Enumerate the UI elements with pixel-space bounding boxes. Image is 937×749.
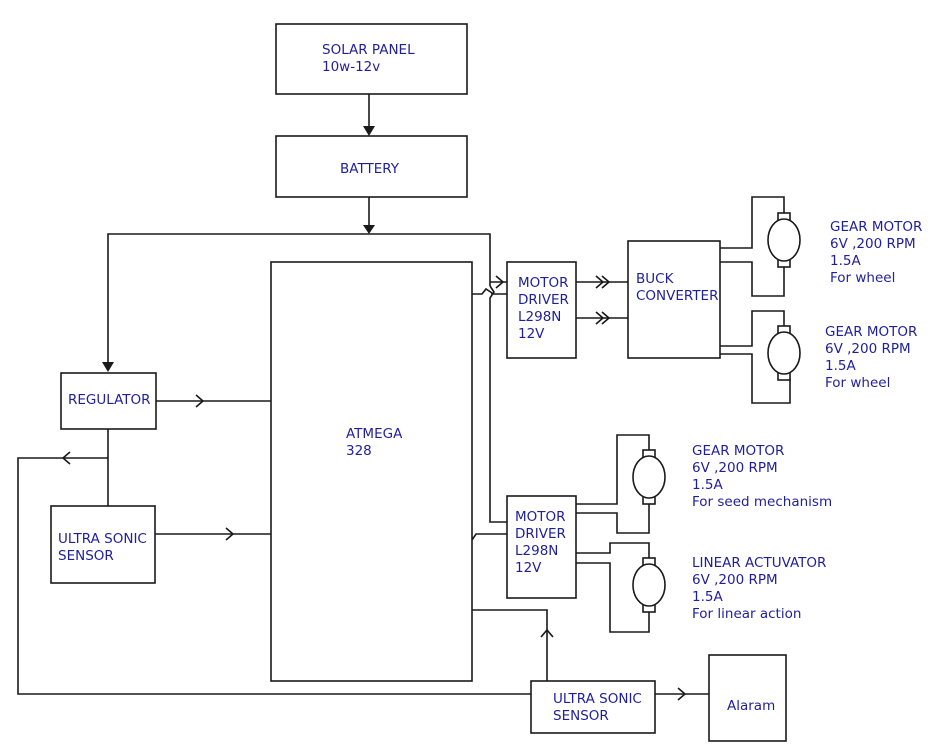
- svg-text:MOTOR: MOTOR: [518, 275, 569, 291]
- atmega-label-1: ATMEGA: [346, 426, 403, 442]
- solar-panel-label-2: 10w-12v: [322, 59, 380, 75]
- md-bottom-label-2: DRIVER: [515, 526, 566, 542]
- svg-text:10w-12v: 10w-12v: [322, 59, 380, 75]
- ultrasonic-sensor-left-block: ULTRA SONIC SENSOR: [50, 505, 156, 584]
- svg-text:GEAR MOTOR: GEAR MOTOR: [825, 324, 917, 340]
- md-top-label-4: 12V: [518, 326, 545, 342]
- power-bus: [102, 233, 507, 523]
- svg-text:6V ,200 RPM: 6V ,200 RPM: [692, 572, 778, 588]
- svg-text:LINEAR ACTUVATOR: LINEAR ACTUVATOR: [692, 555, 826, 571]
- ultrasonic-sensor-bottom-block: ULTRA SONIC SENSOR: [530, 680, 656, 734]
- connector-atmega-md-bottom: [471, 533, 507, 541]
- svg-text:REGULATOR: REGULATOR: [68, 392, 151, 408]
- ultrasonic-bottom-label-2: SENSOR: [553, 708, 609, 724]
- buck-label-1: BUCK: [636, 271, 675, 287]
- alarm-block: Alaram: [708, 654, 787, 742]
- svg-text:1.5A: 1.5A: [825, 358, 856, 374]
- connector-return-loop: [17, 451, 531, 695]
- connector-atmega-bottom-sensor: [472, 609, 554, 681]
- svg-text:12V: 12V: [518, 326, 545, 342]
- motor-driver-bottom-block: MOTOR DRIVER L298N 12V: [506, 495, 577, 599]
- svg-text:ULTRA SONIC: ULTRA SONIC: [58, 531, 147, 547]
- svg-text:L298N: L298N: [515, 543, 558, 559]
- svg-text:6V ,200 RPM: 6V ,200 RPM: [825, 341, 911, 357]
- svg-text:Alaram: Alaram: [727, 698, 775, 714]
- svg-text:GEAR MOTOR: GEAR MOTOR: [830, 219, 922, 235]
- svg-text:L298N: L298N: [518, 309, 561, 325]
- gear-motor-wheel-2-label: GEAR MOTOR 6V ,200 RPM 1.5A For wheel: [825, 324, 917, 391]
- svg-text:GEAR MOTOR: GEAR MOTOR: [692, 443, 784, 459]
- md-bottom-label-1: MOTOR: [515, 509, 566, 525]
- svg-text:BATTERY: BATTERY: [340, 161, 400, 177]
- svg-text:For linear action: For linear action: [692, 606, 801, 622]
- svg-text:DRIVER: DRIVER: [515, 526, 566, 542]
- linear-actuator: [576, 542, 666, 633]
- connector-regulator-atmega: [156, 394, 271, 408]
- svg-text:6V ,200 RPM: 6V ,200 RPM: [692, 460, 778, 476]
- svg-text:For wheel: For wheel: [825, 375, 890, 391]
- gear-motor-seed: [576, 434, 666, 534]
- motor-driver-top-block: MOTOR DRIVER L298N 12V: [506, 261, 577, 359]
- svg-text:ATMEGA: ATMEGA: [346, 426, 403, 442]
- ultrasonic-left-label-1: ULTRA SONIC: [58, 531, 147, 547]
- regulator-block: REGULATOR: [60, 372, 157, 430]
- gear-motor-seed-label: GEAR MOTOR 6V ,200 RPM 1.5A For seed mec…: [692, 443, 832, 510]
- linear-actuator-label: LINEAR ACTUVATOR 6V ,200 RPM 1.5A For li…: [692, 555, 826, 622]
- svg-text:1.5A: 1.5A: [692, 589, 723, 605]
- solar-panel-label-1: SOLAR PANEL: [322, 42, 415, 58]
- svg-text:1.5A: 1.5A: [830, 253, 861, 269]
- battery-block: BATTERY: [275, 135, 468, 198]
- buck-converter-block: BUCK CONVERTER: [627, 240, 721, 359]
- regulator-label: REGULATOR: [68, 392, 151, 408]
- motor-icon: [632, 563, 666, 607]
- svg-text:328: 328: [346, 443, 372, 459]
- connector-atmega-md-top: [472, 287, 507, 295]
- ultrasonic-left-label-2: SENSOR: [58, 548, 114, 564]
- atmega-block: ATMEGA 328: [270, 261, 473, 682]
- svg-text:SENSOR: SENSOR: [553, 708, 609, 724]
- connector-sensor-alarm: [655, 687, 709, 701]
- motor-icon: [632, 455, 666, 499]
- connector-sensor-atmega: [155, 527, 271, 541]
- solar-panel-block: SOLAR PANEL 10w-12v: [275, 23, 468, 95]
- md-bottom-label-4: 12V: [515, 560, 542, 576]
- battery-label: BATTERY: [340, 161, 400, 177]
- svg-text:CONVERTER: CONVERTER: [636, 288, 718, 304]
- atmega-label-2: 328: [346, 443, 372, 459]
- svg-text:For wheel: For wheel: [830, 270, 895, 286]
- gear-motor-wheel-1-label: GEAR MOTOR 6V ,200 RPM 1.5A For wheel: [830, 219, 922, 286]
- svg-text:6V ,200 RPM: 6V ,200 RPM: [830, 236, 916, 252]
- gear-motor-wheel-2: [720, 310, 801, 404]
- svg-text:For seed mechanism: For seed mechanism: [692, 494, 832, 510]
- md-top-label-1: MOTOR: [518, 275, 569, 291]
- motor-icon: [767, 218, 801, 262]
- md-bottom-label-3: L298N: [515, 543, 558, 559]
- svg-text:SENSOR: SENSOR: [58, 548, 114, 564]
- md-top-label-2: DRIVER: [518, 292, 569, 308]
- svg-text:BUCK: BUCK: [636, 271, 675, 287]
- md-top-label-3: L298N: [518, 309, 561, 325]
- svg-text:MOTOR: MOTOR: [515, 509, 566, 525]
- svg-text:12V: 12V: [515, 560, 542, 576]
- alarm-label: Alaram: [727, 698, 775, 714]
- svg-text:SOLAR PANEL: SOLAR PANEL: [322, 42, 415, 58]
- svg-text:ULTRA SONIC: ULTRA SONIC: [553, 691, 642, 707]
- gear-motor-wheel-1: [720, 196, 801, 297]
- motor-icon: [767, 331, 801, 375]
- connector-md-buck: [576, 275, 628, 325]
- connector-battery-bus: [363, 197, 375, 234]
- connector-solar-battery: [363, 94, 375, 136]
- svg-text:DRIVER: DRIVER: [518, 292, 569, 308]
- svg-text:1.5A: 1.5A: [692, 477, 723, 493]
- ultrasonic-bottom-label-1: ULTRA SONIC: [553, 691, 642, 707]
- buck-label-2: CONVERTER: [636, 288, 718, 304]
